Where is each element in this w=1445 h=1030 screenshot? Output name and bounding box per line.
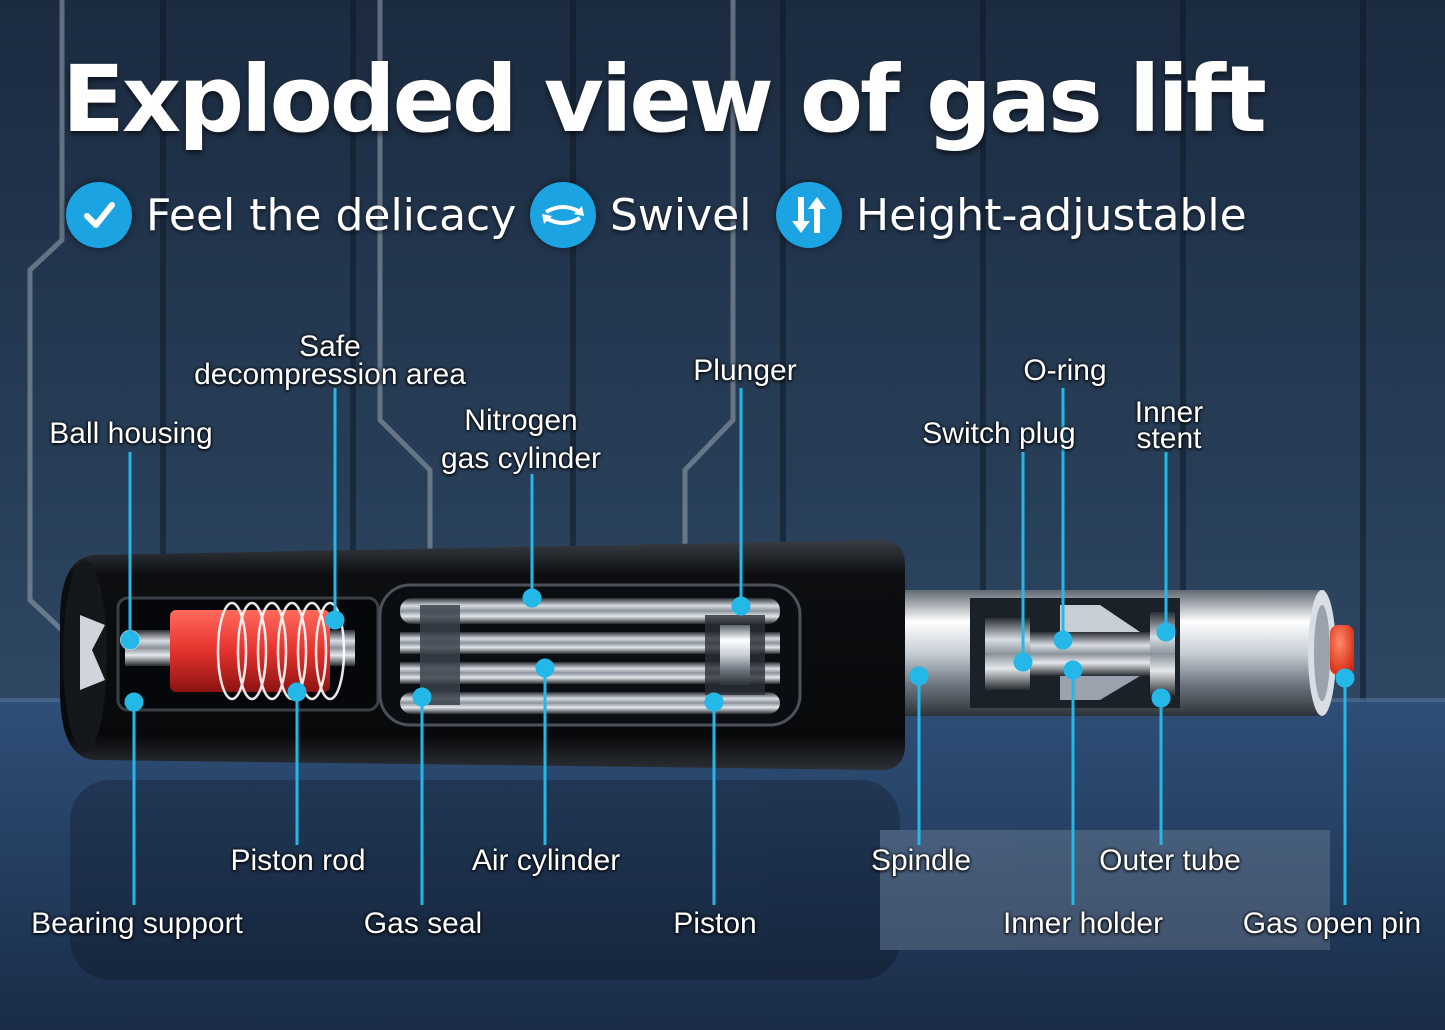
label-piston-rod: Piston rod bbox=[230, 844, 366, 877]
label-bearing-support: Bearing support bbox=[31, 907, 243, 940]
check-icon bbox=[66, 182, 132, 248]
label-ball-housing: Ball housing bbox=[49, 417, 213, 450]
label-line: stent bbox=[1136, 422, 1202, 455]
label-line: decompression area bbox=[194, 358, 466, 391]
label-inner-stent: Inner stent bbox=[1134, 396, 1204, 455]
label-switch-plug: Switch plug bbox=[922, 417, 1076, 450]
feature-label: Feel the delicacy bbox=[146, 189, 517, 241]
feature-swivel: Swivel bbox=[530, 182, 751, 248]
label-line: gas cylinder bbox=[440, 442, 602, 475]
label-safe-decompression-area: Safe decompression area bbox=[194, 330, 466, 391]
feature-feel-the-delicacy: Feel the delicacy bbox=[66, 182, 516, 248]
label-spindle: Spindle bbox=[870, 844, 972, 877]
swivel-icon bbox=[530, 182, 596, 248]
label-plunger: Plunger bbox=[693, 354, 797, 387]
up-down-arrows-icon bbox=[776, 182, 842, 248]
label-line: Inner bbox=[1134, 396, 1204, 429]
label-piston: Piston bbox=[673, 907, 757, 940]
label-nitrogen-gas-cylinder: Nitrogen gas cylinder bbox=[441, 402, 601, 478]
feature-height-adjustable: Height-adjustable bbox=[776, 182, 1247, 248]
label-inner-holder: Inner holder bbox=[1002, 907, 1164, 940]
label-o-ring: O-ring bbox=[1023, 354, 1107, 387]
feature-label: Swivel bbox=[610, 189, 752, 241]
label-gas-open-pin: Gas open pin bbox=[1242, 907, 1422, 940]
label-line: Nitrogen bbox=[464, 404, 578, 437]
label-gas-seal: Gas seal bbox=[363, 907, 483, 940]
feature-label: Height-adjustable bbox=[856, 189, 1247, 241]
label-outer-tube: Outer tube bbox=[1099, 844, 1241, 877]
label-line: Safe bbox=[299, 330, 361, 363]
page-title: Exploded view of gas lift bbox=[62, 46, 1267, 153]
label-air-cylinder: Air cylinder bbox=[471, 844, 621, 877]
